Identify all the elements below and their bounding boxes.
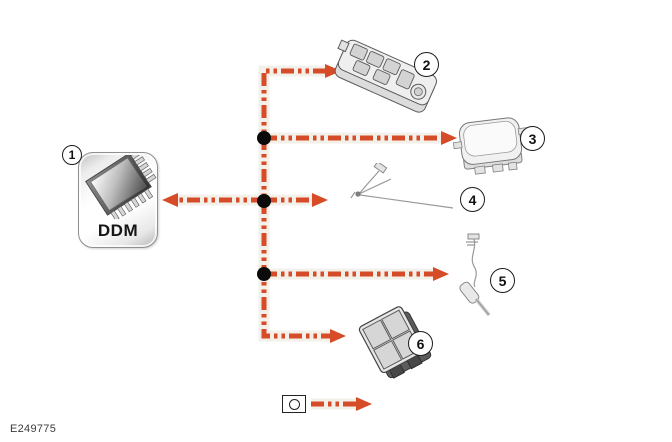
- callout-4: 4: [460, 187, 485, 212]
- ddm-label: DDM: [97, 221, 139, 240]
- arrowhead-to-5: [433, 267, 449, 281]
- arrowhead-to-2: [325, 64, 341, 78]
- arrowhead-to-6: [330, 329, 346, 343]
- figure-id: E249775: [10, 423, 57, 435]
- ddm-module-node: DDM: [78, 152, 158, 248]
- junction-dot-2: [257, 194, 271, 208]
- arrowhead-to-3: [441, 131, 457, 145]
- callout-3: 3: [520, 126, 545, 151]
- callout-6-label: 6: [416, 335, 425, 352]
- circle-outline-icon: [288, 398, 300, 410]
- callout-1-label: 1: [68, 148, 76, 162]
- callout-3-label: 3: [528, 130, 537, 147]
- callout-2-label: 2: [422, 56, 431, 73]
- junction-dot-3: [257, 267, 271, 281]
- switch-block-icon: [358, 306, 432, 379]
- wire-connector-icon: [350, 163, 454, 209]
- arrowhead-to-ddm: [162, 193, 178, 207]
- legend-arrowhead: [356, 397, 372, 411]
- callout-1: 1: [62, 145, 82, 165]
- legend-component-box: [282, 395, 306, 413]
- callout-6: 6: [408, 331, 433, 356]
- lock-cable-icon: [459, 233, 491, 317]
- callout-4-label: 4: [468, 191, 477, 208]
- callout-5-label: 5: [498, 272, 507, 289]
- control-module-icon: [452, 117, 528, 175]
- arrowhead-to-4: [312, 193, 328, 207]
- master-window-switch-icon: [334, 39, 437, 113]
- microchip-icon: [85, 155, 157, 219]
- junction-dot-1: [257, 131, 271, 145]
- callout-5: 5: [490, 268, 515, 293]
- callout-2: 2: [414, 52, 439, 77]
